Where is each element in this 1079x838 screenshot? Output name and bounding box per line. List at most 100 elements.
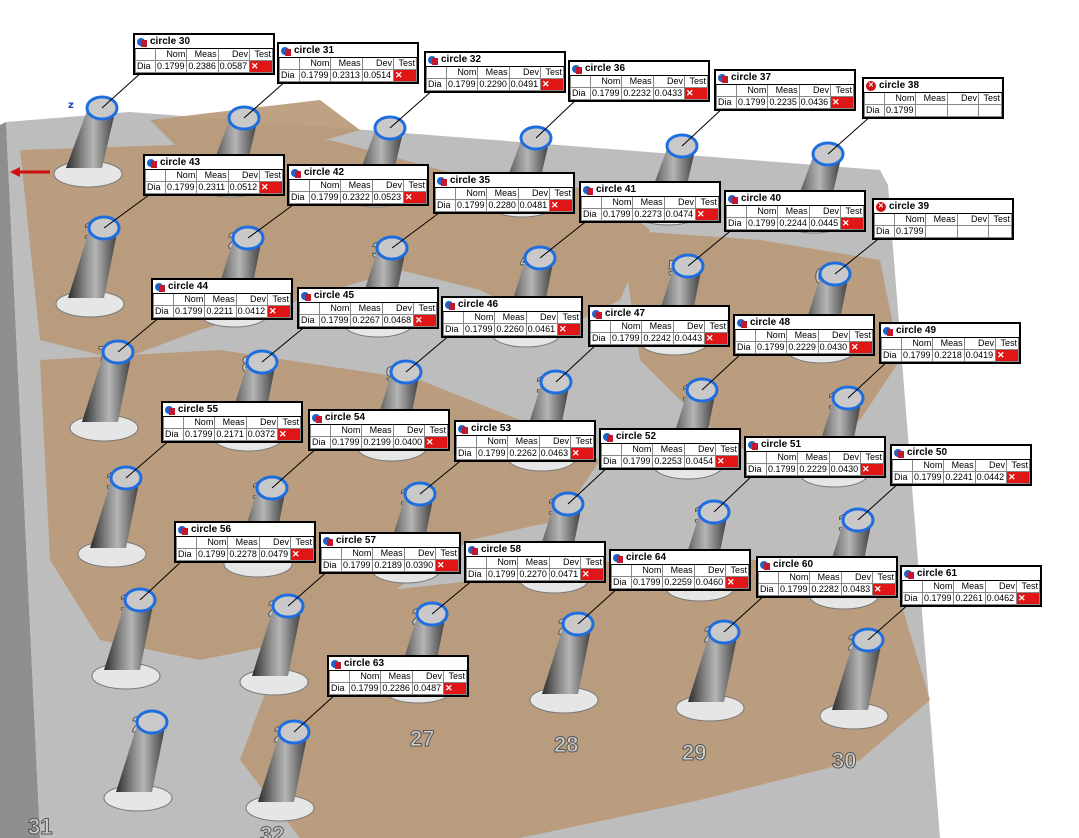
circle-callout[interactable]: circle 50 Nom Meas Dev Test Dia 0.1799 0… <box>890 444 1032 486</box>
row-dia: Dia <box>726 217 747 230</box>
circle-callout[interactable]: circle 61 Nom Meas Dev Test Dia 0.1799 0… <box>900 565 1042 607</box>
nom-value: 0.1799 <box>308 191 342 204</box>
circle-feature-icon <box>301 291 311 301</box>
col-test: Test <box>580 557 604 569</box>
circle-callout[interactable]: circle 48 Nom Meas Dev Test Dia 0.1799 0… <box>733 314 875 356</box>
circle-callout[interactable]: circle 39 Nom Meas Dev Test Dia 0.1799 <box>872 198 1014 240</box>
col-dev: Dev <box>392 425 426 437</box>
stud <box>69 339 139 442</box>
col-dev: Dev <box>217 49 251 61</box>
circle-callout[interactable]: circle 49 Nom Meas Dev Test Dia 0.1799 0… <box>879 322 1021 364</box>
dev-value: 0.0483 <box>840 583 874 596</box>
col-meas: Meas <box>517 557 550 569</box>
row-dia: Dia <box>163 428 184 441</box>
nom-value: 0.1799 <box>911 471 945 484</box>
stud <box>91 587 161 690</box>
callout-title: circle 35 <box>450 175 491 186</box>
circle-callout[interactable]: circle 58 Nom Meas Dev Test Dia 0.1799 0… <box>464 541 606 583</box>
nom-value: 0.1799 <box>445 78 479 91</box>
circle-callout[interactable]: circle 35 Nom Meas Dev Test Dia 0.1799 0… <box>433 172 575 214</box>
meas-value: 0.2241 <box>943 471 976 484</box>
meas-value <box>915 104 948 117</box>
stud-number: 27 <box>410 726 434 751</box>
circle-callout[interactable]: circle 30 Nom Meas Dev Test Dia 0.1799 0… <box>133 33 275 75</box>
dev-value: 0.0419 <box>963 349 997 362</box>
circle-callout[interactable]: circle 37 Nom Meas Dev Test Dia 0.1799 0… <box>714 69 856 111</box>
error-icon <box>876 201 886 212</box>
callout-header: circle 47 <box>590 307 728 321</box>
col-test: Test <box>978 93 1002 105</box>
row-dia: Dia <box>289 191 310 204</box>
circle-callout[interactable]: circle 47 Nom Meas Dev Test Dia 0.1799 0… <box>588 305 730 347</box>
circle-callout[interactable]: circle 42 Nom Meas Dev Test Dia 0.1799 0… <box>287 164 429 206</box>
circle-feature-icon <box>583 185 593 195</box>
fail-icon: ✕ <box>540 78 564 91</box>
callout-table: Nom Meas Dev Test Dia 0.1799 0.2189 0.03… <box>321 548 459 572</box>
stud-number: 31 <box>28 814 52 838</box>
error-icon <box>866 80 876 91</box>
dev-value: 0.0587 <box>217 60 251 73</box>
meas-value: 0.2229 <box>797 463 830 476</box>
col-test: Test <box>435 548 459 560</box>
fail-icon: ✕ <box>860 463 884 476</box>
row-dia: Dia <box>581 208 602 221</box>
circle-callout[interactable]: circle 31 Nom Meas Dev Test Dia 0.1799 0… <box>277 42 419 84</box>
axis-z-label: z <box>68 100 74 111</box>
circle-callout[interactable]: circle 55 Nom Meas Dev Test Dia 0.1799 0… <box>161 401 303 443</box>
fail-icon: ✕ <box>1006 471 1030 484</box>
circle-callout[interactable]: circle 38 Nom Meas Dev Test Dia 0.1799 <box>862 77 1004 119</box>
row-dia: Dia <box>881 349 902 362</box>
col-dev: Dev <box>258 537 292 549</box>
circle-callout[interactable]: circle 44 Nom Meas Dev Test Dia 0.1799 0… <box>151 278 293 320</box>
callout-header: circle 37 <box>716 71 854 85</box>
measured-circle[interactable] <box>135 709 169 735</box>
meas-value: 0.2242 <box>641 332 674 345</box>
circle-callout[interactable]: circle 36 Nom Meas Dev Test Dia 0.1799 0… <box>568 60 710 102</box>
meas-value: 0.2261 <box>953 592 986 605</box>
callout-title: circle 45 <box>314 290 355 301</box>
callout-title: circle 30 <box>150 36 191 47</box>
col-meas: Meas <box>204 294 237 306</box>
col-meas: Meas <box>227 537 260 549</box>
circle-callout[interactable]: circle 51 Nom Meas Dev Test Dia 0.1799 0… <box>744 436 886 478</box>
circle-callout[interactable]: circle 54 Nom Meas Dev Test Dia 0.1799 0… <box>308 409 450 451</box>
callout-title: circle 60 <box>773 559 814 570</box>
col-dev: Dev <box>963 338 997 350</box>
leader-line <box>391 209 444 249</box>
fail-icon: ✕ <box>704 332 728 345</box>
col-test: Test <box>267 294 291 306</box>
circle-callout[interactable]: circle 52 Nom Meas Dev Test Dia 0.1799 0… <box>599 428 741 470</box>
circle-callout[interactable]: circle 45 Nom Meas Dev Test Dia 0.1799 0… <box>297 287 439 329</box>
callout-title: circle 41 <box>596 184 637 195</box>
callout-title: circle 52 <box>616 431 657 442</box>
circle-callout[interactable]: circle 46 Nom Meas Dev Test Dia 0.1799 0… <box>441 296 583 338</box>
circle-callout[interactable]: circle 40 Nom Meas Dev Test Dia 0.1799 0… <box>724 190 866 232</box>
nom-value: 0.1799 <box>462 323 496 336</box>
circle-callout[interactable]: circle 56 Nom Meas Dev Test Dia 0.1799 0… <box>174 521 316 563</box>
col-nom: Nom <box>182 417 216 429</box>
fail-icon: ✕ <box>290 548 314 561</box>
circle-callout[interactable]: circle 32 Nom Meas Dev Test Dia 0.1799 0… <box>424 51 566 93</box>
circle-feature-icon <box>468 545 478 555</box>
nom-value: 0.1799 <box>883 104 917 117</box>
circle-callout[interactable]: circle 60 Nom Meas Dev Test Dia 0.1799 0… <box>756 556 898 598</box>
stud <box>55 215 125 318</box>
circle-callout[interactable]: circle 64 Nom Meas Dev Test Dia 0.1799 0… <box>609 549 751 591</box>
circle-callout[interactable]: circle 43 Nom Meas Dev Test Dia 0.1799 0… <box>143 154 285 196</box>
callout-header: circle 63 <box>329 657 467 671</box>
meas-value: 0.2262 <box>507 447 540 460</box>
leader-line <box>419 457 465 495</box>
circle-callout[interactable]: circle 53 Nom Meas Dev Test Dia 0.1799 0… <box>454 420 596 462</box>
callout-table: Nom Meas Dev Test Dia 0.1799 0.2286 0.04… <box>329 671 467 695</box>
circle-callout[interactable]: circle 57 Nom Meas Dev Test Dia 0.1799 0… <box>319 532 461 574</box>
col-meas: Meas <box>361 425 394 437</box>
col-meas: Meas <box>507 436 540 448</box>
col-test: Test <box>715 444 739 456</box>
dev-value: 0.0474 <box>663 208 697 221</box>
dev-value: 0.0430 <box>828 463 862 476</box>
leader-line <box>101 70 144 109</box>
circle-callout[interactable]: circle 63 Nom Meas Dev Test Dia 0.1799 0… <box>327 655 469 697</box>
circle-callout[interactable]: circle 41 Nom Meas Dev Test Dia 0.1799 0… <box>579 181 721 223</box>
callout-header: circle 31 <box>279 44 417 58</box>
